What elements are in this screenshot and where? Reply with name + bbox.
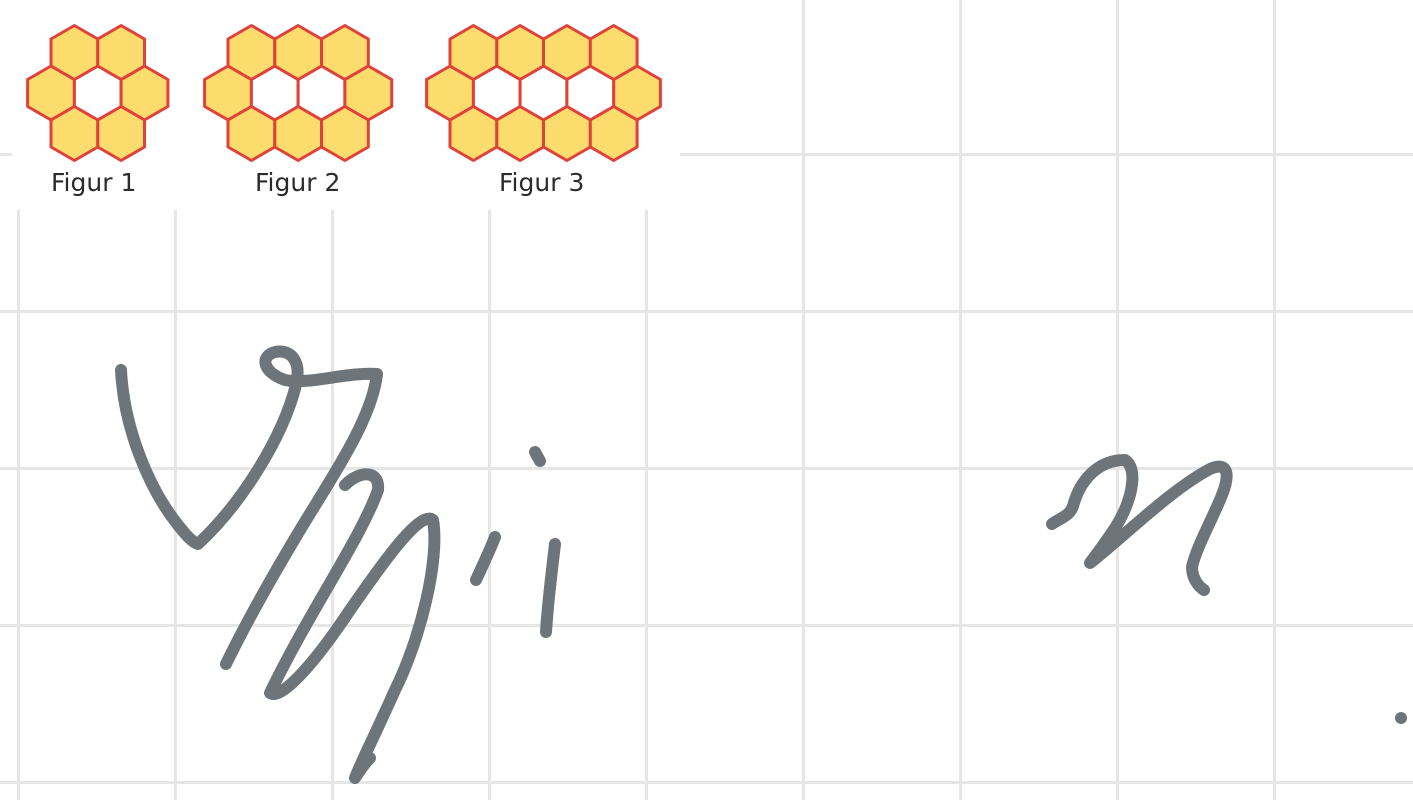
- handwriting-ink-icon: [115, 345, 1407, 784]
- hexagon-cell: [96, 24, 146, 81]
- hexagon-figures: [26, 24, 662, 162]
- figure-2: [203, 24, 394, 162]
- ink-stroke-v: [115, 345, 383, 670]
- ink-stroke-i-2: [540, 538, 561, 638]
- ink-dot: [1395, 712, 1407, 724]
- figure-1-label: Figur 1: [51, 168, 137, 197]
- hexagon-cell: [96, 105, 146, 162]
- hexagon-cell: [588, 105, 639, 162]
- figure-3: [425, 24, 662, 162]
- ink-stroke-n: [1046, 454, 1233, 596]
- ink-stroke-z: [264, 468, 441, 784]
- ink-stroke-i-1: [470, 531, 501, 586]
- hexagon-cell: [588, 24, 639, 81]
- hexagon-cell: [320, 24, 370, 81]
- figure-panel: Figur 1 Figur 2 Figur 3: [12, 0, 680, 210]
- figure-1: [26, 24, 170, 162]
- figure-2-label: Figur 2: [255, 168, 341, 197]
- hexagon-cell: [320, 105, 370, 162]
- ink-stroke-i-2-dot: [529, 446, 546, 467]
- figure-3-label: Figur 3: [499, 168, 585, 197]
